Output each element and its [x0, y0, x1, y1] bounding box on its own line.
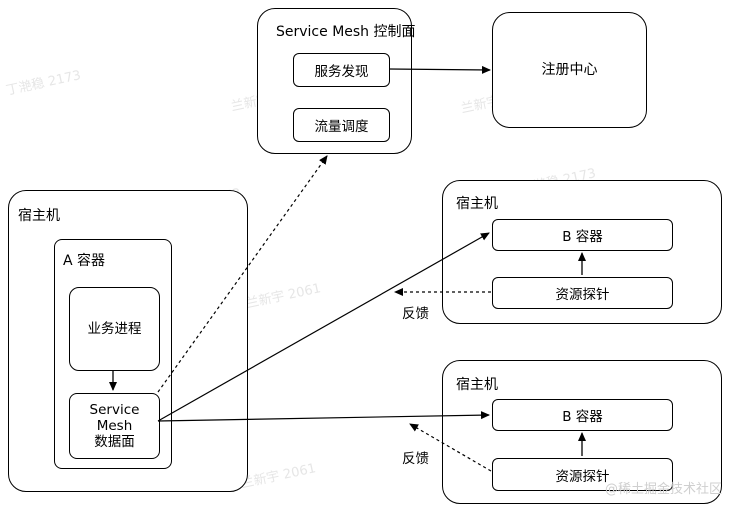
service-discovery-node: 服务发现	[293, 53, 390, 87]
feedback-label-top: 反馈	[402, 306, 429, 322]
container-a-title: A 容器	[63, 253, 106, 269]
resource-probe-node: 资源探针	[492, 458, 673, 491]
host-left-title: 宿主机	[18, 208, 60, 224]
host-left-box: 宿主机 A 容器 业务进程 Service Mesh 数据面	[8, 190, 248, 492]
control-plane-box: Service Mesh 控制面 服务发现 流量调度	[257, 8, 416, 154]
registry-node: 注册中心	[492, 12, 647, 128]
container-b-node: B 容器	[492, 219, 673, 251]
container-a-box: A 容器 业务进程 Service Mesh 数据面	[54, 239, 172, 469]
host-bottom-right-title: 宿主机	[456, 377, 498, 393]
container-b-node: B 容器	[492, 399, 673, 431]
data-plane-line1: Service	[89, 402, 140, 418]
host-top-right-title: 宿主机	[456, 196, 498, 212]
edge-dataplane-to-top-b	[157, 232, 490, 422]
footer-watermark: @稀土掘金技术社区	[604, 482, 722, 497]
control-plane-title: Service Mesh 控制面	[276, 24, 416, 40]
data-plane-line3: 数据面	[94, 434, 135, 450]
edge-discovery-to-registry	[388, 65, 491, 74]
data-plane-line2: Mesh	[96, 418, 133, 434]
edge-dataplane-to-traffic	[157, 155, 328, 393]
business-process-node: 业务进程	[69, 287, 160, 371]
data-plane-node: Service Mesh 数据面	[69, 393, 160, 459]
feedback-label-bottom: 反馈	[402, 451, 429, 467]
host-top-right-box: 宿主机 B 容器 资源探针	[442, 180, 722, 324]
edge-dataplane-to-bottom-b	[157, 411, 490, 422]
edge-bottom-feedback	[409, 423, 492, 472]
traffic-scheduling-node: 流量调度	[293, 108, 390, 142]
resource-probe-node: 资源探针	[492, 277, 673, 309]
host-bottom-right-box: 宿主机 B 容器 资源探针	[442, 360, 722, 504]
